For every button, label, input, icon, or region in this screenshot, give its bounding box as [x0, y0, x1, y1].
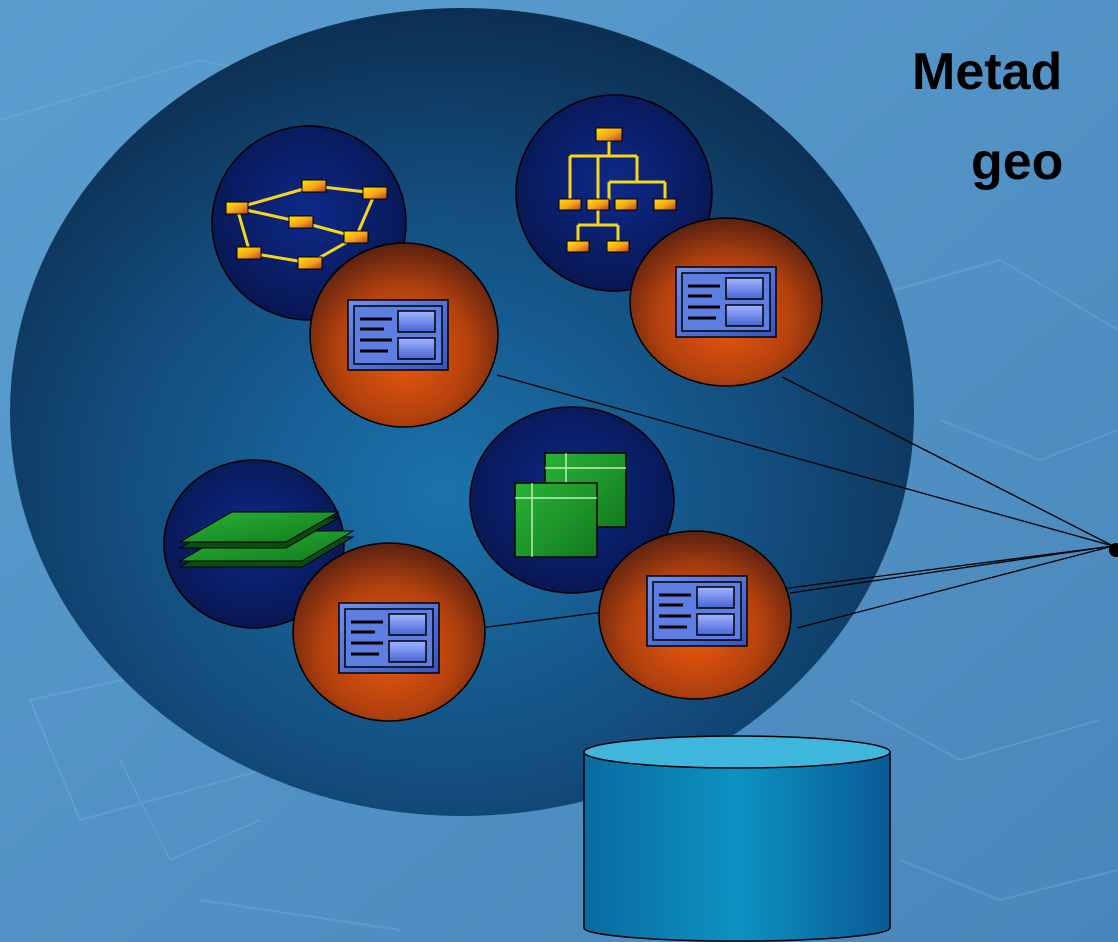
slide-title-line-1: Metad: [912, 43, 1063, 101]
hierarchy-tree-icon: [558, 127, 677, 253]
connection-line: [479, 545, 1114, 629]
map-layers-icon: [178, 511, 355, 568]
metadata-record: [598, 530, 792, 700]
metadata-record: [292, 542, 486, 722]
metadata-card-icon: [346, 298, 450, 372]
metadata-card-icon: [674, 265, 778, 339]
network-graph-icon: [225, 179, 388, 270]
connection-line: [796, 545, 1114, 629]
connection-line: [781, 376, 1114, 547]
connection-lines: [479, 374, 1114, 629]
metadata-card-icon: [645, 574, 749, 648]
focal-point: [1109, 543, 1118, 557]
map-sheets-icon: [514, 452, 627, 558]
slide-title-line-2: geo: [971, 133, 1064, 191]
metadata-card-icon: [337, 601, 441, 675]
metadata-record: [629, 217, 823, 387]
metadata-record: [309, 242, 499, 428]
connection-line: [789, 545, 1114, 594]
connection-line: [496, 374, 1114, 547]
database-cylinder-icon: [583, 735, 891, 942]
resource-space-circle: [10, 8, 914, 816]
